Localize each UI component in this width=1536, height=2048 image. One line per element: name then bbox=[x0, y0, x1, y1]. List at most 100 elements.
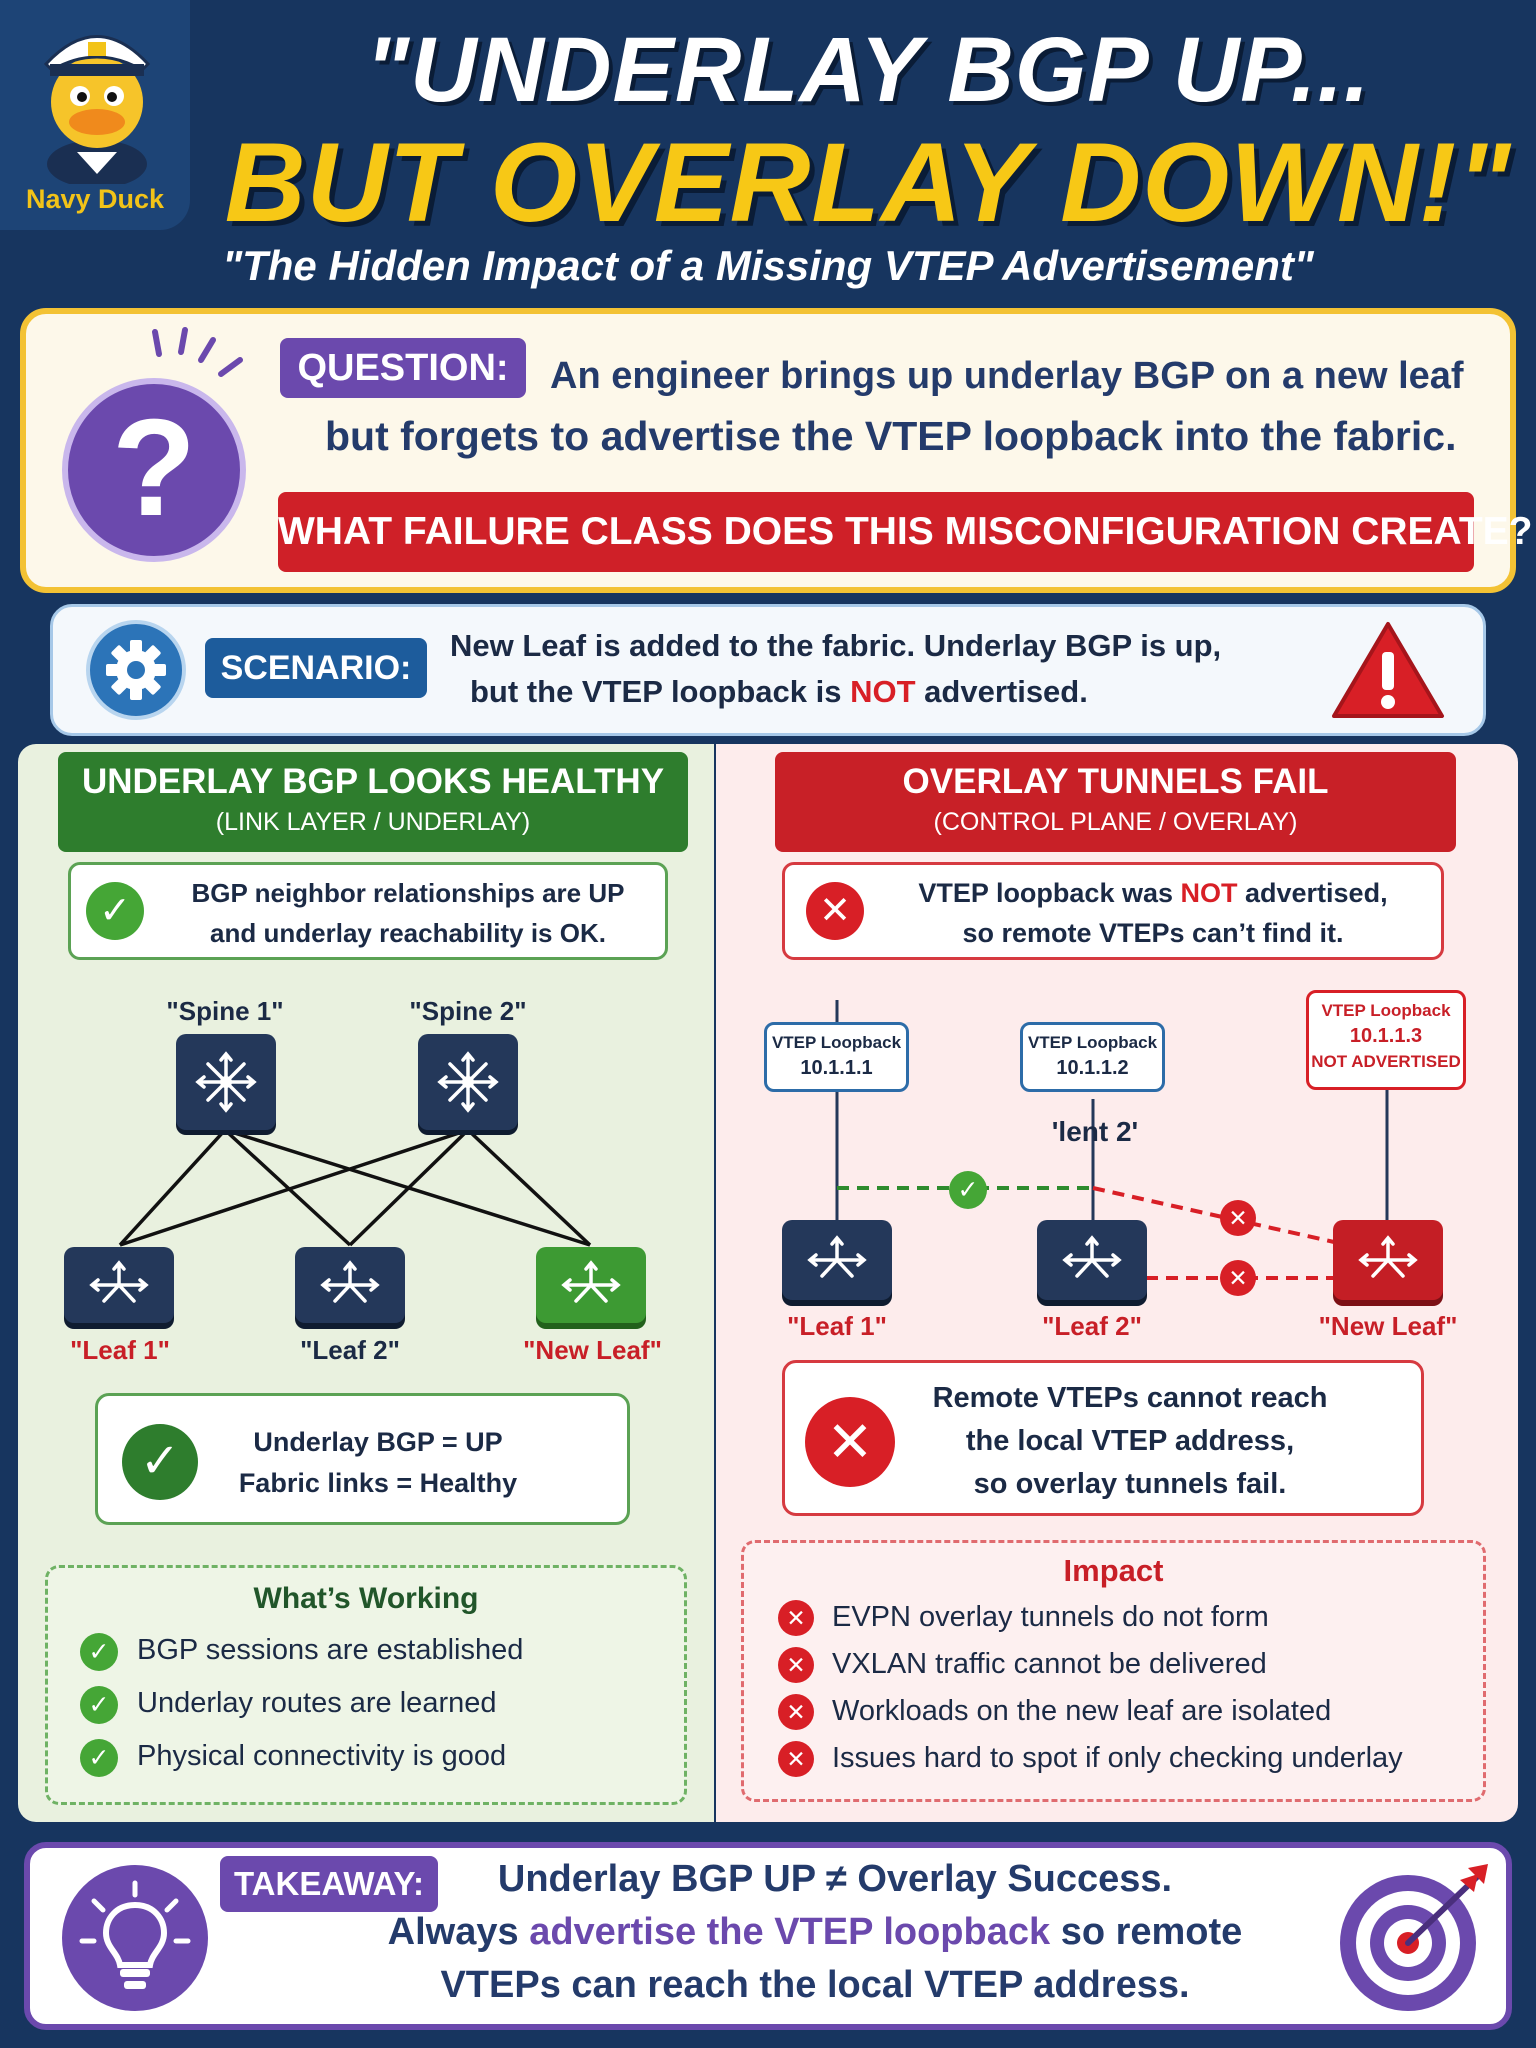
overlay-subtitle: (CONTROL PLANE / OVERLAY) bbox=[933, 808, 1298, 836]
spine-2-label: "Spine 2" bbox=[409, 996, 527, 1026]
overlay-leaf-2-label: "Leaf 2" bbox=[1042, 1311, 1142, 1341]
summary-line: Remote VTEPs cannot reach bbox=[932, 1382, 1328, 1414]
vtep-2-ip: 10.1.1.2 bbox=[1056, 1057, 1129, 1079]
takeaway-emphasis: advertise the VTEP loopback bbox=[529, 1911, 1051, 1953]
summary-line: so overlay tunnels fail. bbox=[973, 1468, 1287, 1500]
vtep-3-not-advertised: NOT ADVERTISED bbox=[1311, 1052, 1461, 1071]
underlay-status-line-2: and underlay reachability is OK. bbox=[210, 918, 606, 948]
error-x-icon: ✕ bbox=[778, 1600, 814, 1636]
vtep-1-box: VTEP Loopback 10.1.1.1 bbox=[764, 1022, 909, 1092]
overlay-not-emphasis: NOT bbox=[1180, 878, 1238, 908]
title-line-1: "UNDERLAY BGP UP... bbox=[365, 19, 1371, 121]
vtep-1-title: VTEP Loopback bbox=[771, 1033, 902, 1052]
impact-item: Workloads on the new leaf are isolated bbox=[832, 1695, 1332, 1727]
overlay-summary: ✕ Remote VTEPs cannot reach the local VT… bbox=[782, 1360, 1424, 1516]
takeaway-line-1: Underlay BGP UP ≠ Overlay Success. bbox=[497, 1858, 1173, 1900]
summary-links-healthy: Fabric links = Healthy bbox=[238, 1468, 518, 1498]
check-icon: ✓ bbox=[80, 1739, 118, 1777]
underlay-status: BGP neighbor relationships are UP and un… bbox=[68, 862, 668, 960]
takeaway-part: Always bbox=[387, 1911, 530, 1953]
overlay-title: OVERLAY TUNNELS FAIL bbox=[902, 762, 1329, 801]
takeaway-line-3: VTEPs can reach the local VTEP address. bbox=[440, 1964, 1190, 2006]
whats-working-box bbox=[45, 1565, 687, 1805]
overlay-leaf-2-switch-icon bbox=[1037, 1220, 1147, 1300]
new-leaf-label: "New Leaf" bbox=[523, 1335, 662, 1365]
impact-title: Impact bbox=[1063, 1553, 1164, 1588]
summary-line: the local VTEP address, bbox=[965, 1425, 1295, 1457]
whats-working-title: What’s Working bbox=[253, 1582, 479, 1615]
warning-icon bbox=[1332, 622, 1444, 718]
error-x-icon: ✕ bbox=[1220, 1200, 1256, 1236]
working-item: Underlay routes are learned bbox=[137, 1687, 497, 1719]
error-x-icon: ✕ bbox=[778, 1741, 814, 1777]
vtep-3-ip: 10.1.1.3 bbox=[1349, 1025, 1423, 1047]
impact-item: EVPN overlay tunnels do not form bbox=[832, 1601, 1269, 1633]
takeaway-panel bbox=[24, 1842, 1512, 2030]
leaf-2-overlay-label: 'lent 2' bbox=[1051, 1116, 1139, 1147]
error-x-icon: ✕ bbox=[778, 1647, 814, 1683]
overlay-leaf-1-label: "Leaf 1" bbox=[787, 1311, 887, 1341]
error-x-icon: ✕ bbox=[1220, 1260, 1256, 1296]
overlay-status: VTEP loopback was NOT advertised, so rem… bbox=[782, 862, 1444, 960]
scenario-label: SCENARIO: bbox=[205, 638, 427, 698]
impact-item: Issues hard to spot if only checking und… bbox=[832, 1742, 1403, 1774]
takeaway-part: so remote bbox=[1050, 1911, 1243, 1953]
question-text-line-2: but forgets to advertise the VTEP loopba… bbox=[325, 413, 1457, 459]
brand-name: Navy Duck bbox=[25, 184, 165, 214]
takeaway-label: TAKEAWAY: bbox=[220, 1856, 438, 1912]
question-label: QUESTION: bbox=[280, 338, 526, 398]
overlay-summary-text: Remote VTEPs cannot reach the local VTEP… bbox=[925, 1377, 1335, 1506]
working-item: Physical connectivity is good bbox=[137, 1740, 507, 1772]
question-banner: WHAT FAILURE CLASS DOES THIS MISCONFIGUR… bbox=[278, 492, 1532, 572]
vtep-1-ip: 10.1.1.1 bbox=[800, 1057, 873, 1079]
leaf-2-label: "Leaf 2" bbox=[300, 1335, 400, 1365]
working-item: BGP sessions are established bbox=[137, 1634, 524, 1666]
spine-2-switch-icon bbox=[418, 1034, 518, 1130]
overlay-leaf-1-switch-icon bbox=[782, 1220, 892, 1300]
new-leaf-switch-icon bbox=[536, 1247, 646, 1323]
error-x-icon: ✕ bbox=[805, 1397, 895, 1487]
summary-bgp-up: Underlay BGP = UP bbox=[253, 1427, 503, 1457]
gear-icon bbox=[86, 620, 186, 720]
scenario-text-line-2: but the VTEP loopback is NOT advertised. bbox=[470, 674, 1088, 710]
underlay-title: UNDERLAY BGP LOOKS HEALTHY bbox=[81, 762, 665, 801]
question-mark-icon: ? bbox=[62, 378, 246, 562]
duck-mascot-icon bbox=[43, 35, 151, 184]
error-x-icon: ✕ bbox=[778, 1694, 814, 1730]
underlay-subtitle: (LINK LAYER / UNDERLAY) bbox=[215, 808, 531, 836]
check-icon: ✓ bbox=[80, 1686, 118, 1724]
scenario-text-part: but the VTEP loopback is bbox=[470, 674, 851, 709]
subtitle: "The Hidden Impact of a Missing VTEP Adv… bbox=[222, 242, 1314, 289]
vtep-3-title: VTEP Loopback bbox=[1321, 1001, 1451, 1020]
vtep-3-box: VTEP Loopback 10.1.1.3 NOT ADVERTISED bbox=[1306, 990, 1466, 1090]
overlay-header: OVERLAY TUNNELS FAIL (CONTROL PLANE / OV… bbox=[775, 752, 1456, 852]
check-icon: ✓ bbox=[122, 1424, 198, 1500]
title-line-2: BUT OVERLAY DOWN!" bbox=[224, 120, 1512, 245]
scenario-not-emphasis: NOT bbox=[850, 674, 916, 709]
leaf-1-label: "Leaf 1" bbox=[70, 1335, 170, 1365]
impact-item: VXLAN traffic cannot be delivered bbox=[832, 1648, 1267, 1680]
error-x-icon: ✕ bbox=[806, 882, 864, 940]
overlay-status-line-1: VTEP loopback was NOT advertised, bbox=[865, 873, 1441, 913]
vtep-2-title: VTEP Loopback bbox=[1027, 1033, 1158, 1052]
target-icon bbox=[1340, 1864, 1488, 2011]
leaf-2-switch-icon bbox=[295, 1247, 405, 1323]
rays-decoration bbox=[152, 327, 243, 377]
leaf-1-switch-icon bbox=[64, 1247, 174, 1323]
question-text-line-1: An engineer brings up underlay BGP on a … bbox=[550, 355, 1464, 397]
impact-box bbox=[741, 1540, 1486, 1802]
lightbulb-icon bbox=[62, 1865, 208, 2011]
scenario-text-part: advertised. bbox=[915, 674, 1088, 709]
underlay-status-line-1: BGP neighbor relationships are UP bbox=[191, 878, 625, 908]
check-icon: ✓ bbox=[80, 1633, 118, 1671]
underlay-header: UNDERLAY BGP LOOKS HEALTHY (LINK LAYER /… bbox=[58, 752, 688, 852]
spine-1-label: "Spine 1" bbox=[166, 996, 284, 1026]
underlay-summary-text: Underlay BGP = UP Fabric links = Healthy bbox=[228, 1422, 528, 1504]
overlay-status-part: VTEP loopback was bbox=[918, 878, 1181, 908]
overlay-new-leaf-switch-icon bbox=[1333, 1220, 1443, 1300]
overlay-status-part: advertised, bbox=[1237, 878, 1388, 908]
check-icon: ✓ bbox=[949, 1171, 987, 1209]
underlay-links bbox=[118, 1128, 592, 1247]
takeaway-line-2: Always advertise the VTEP loopback so re… bbox=[300, 1911, 1330, 1954]
overlay-new-leaf-label: "New Leaf" bbox=[1318, 1311, 1458, 1341]
